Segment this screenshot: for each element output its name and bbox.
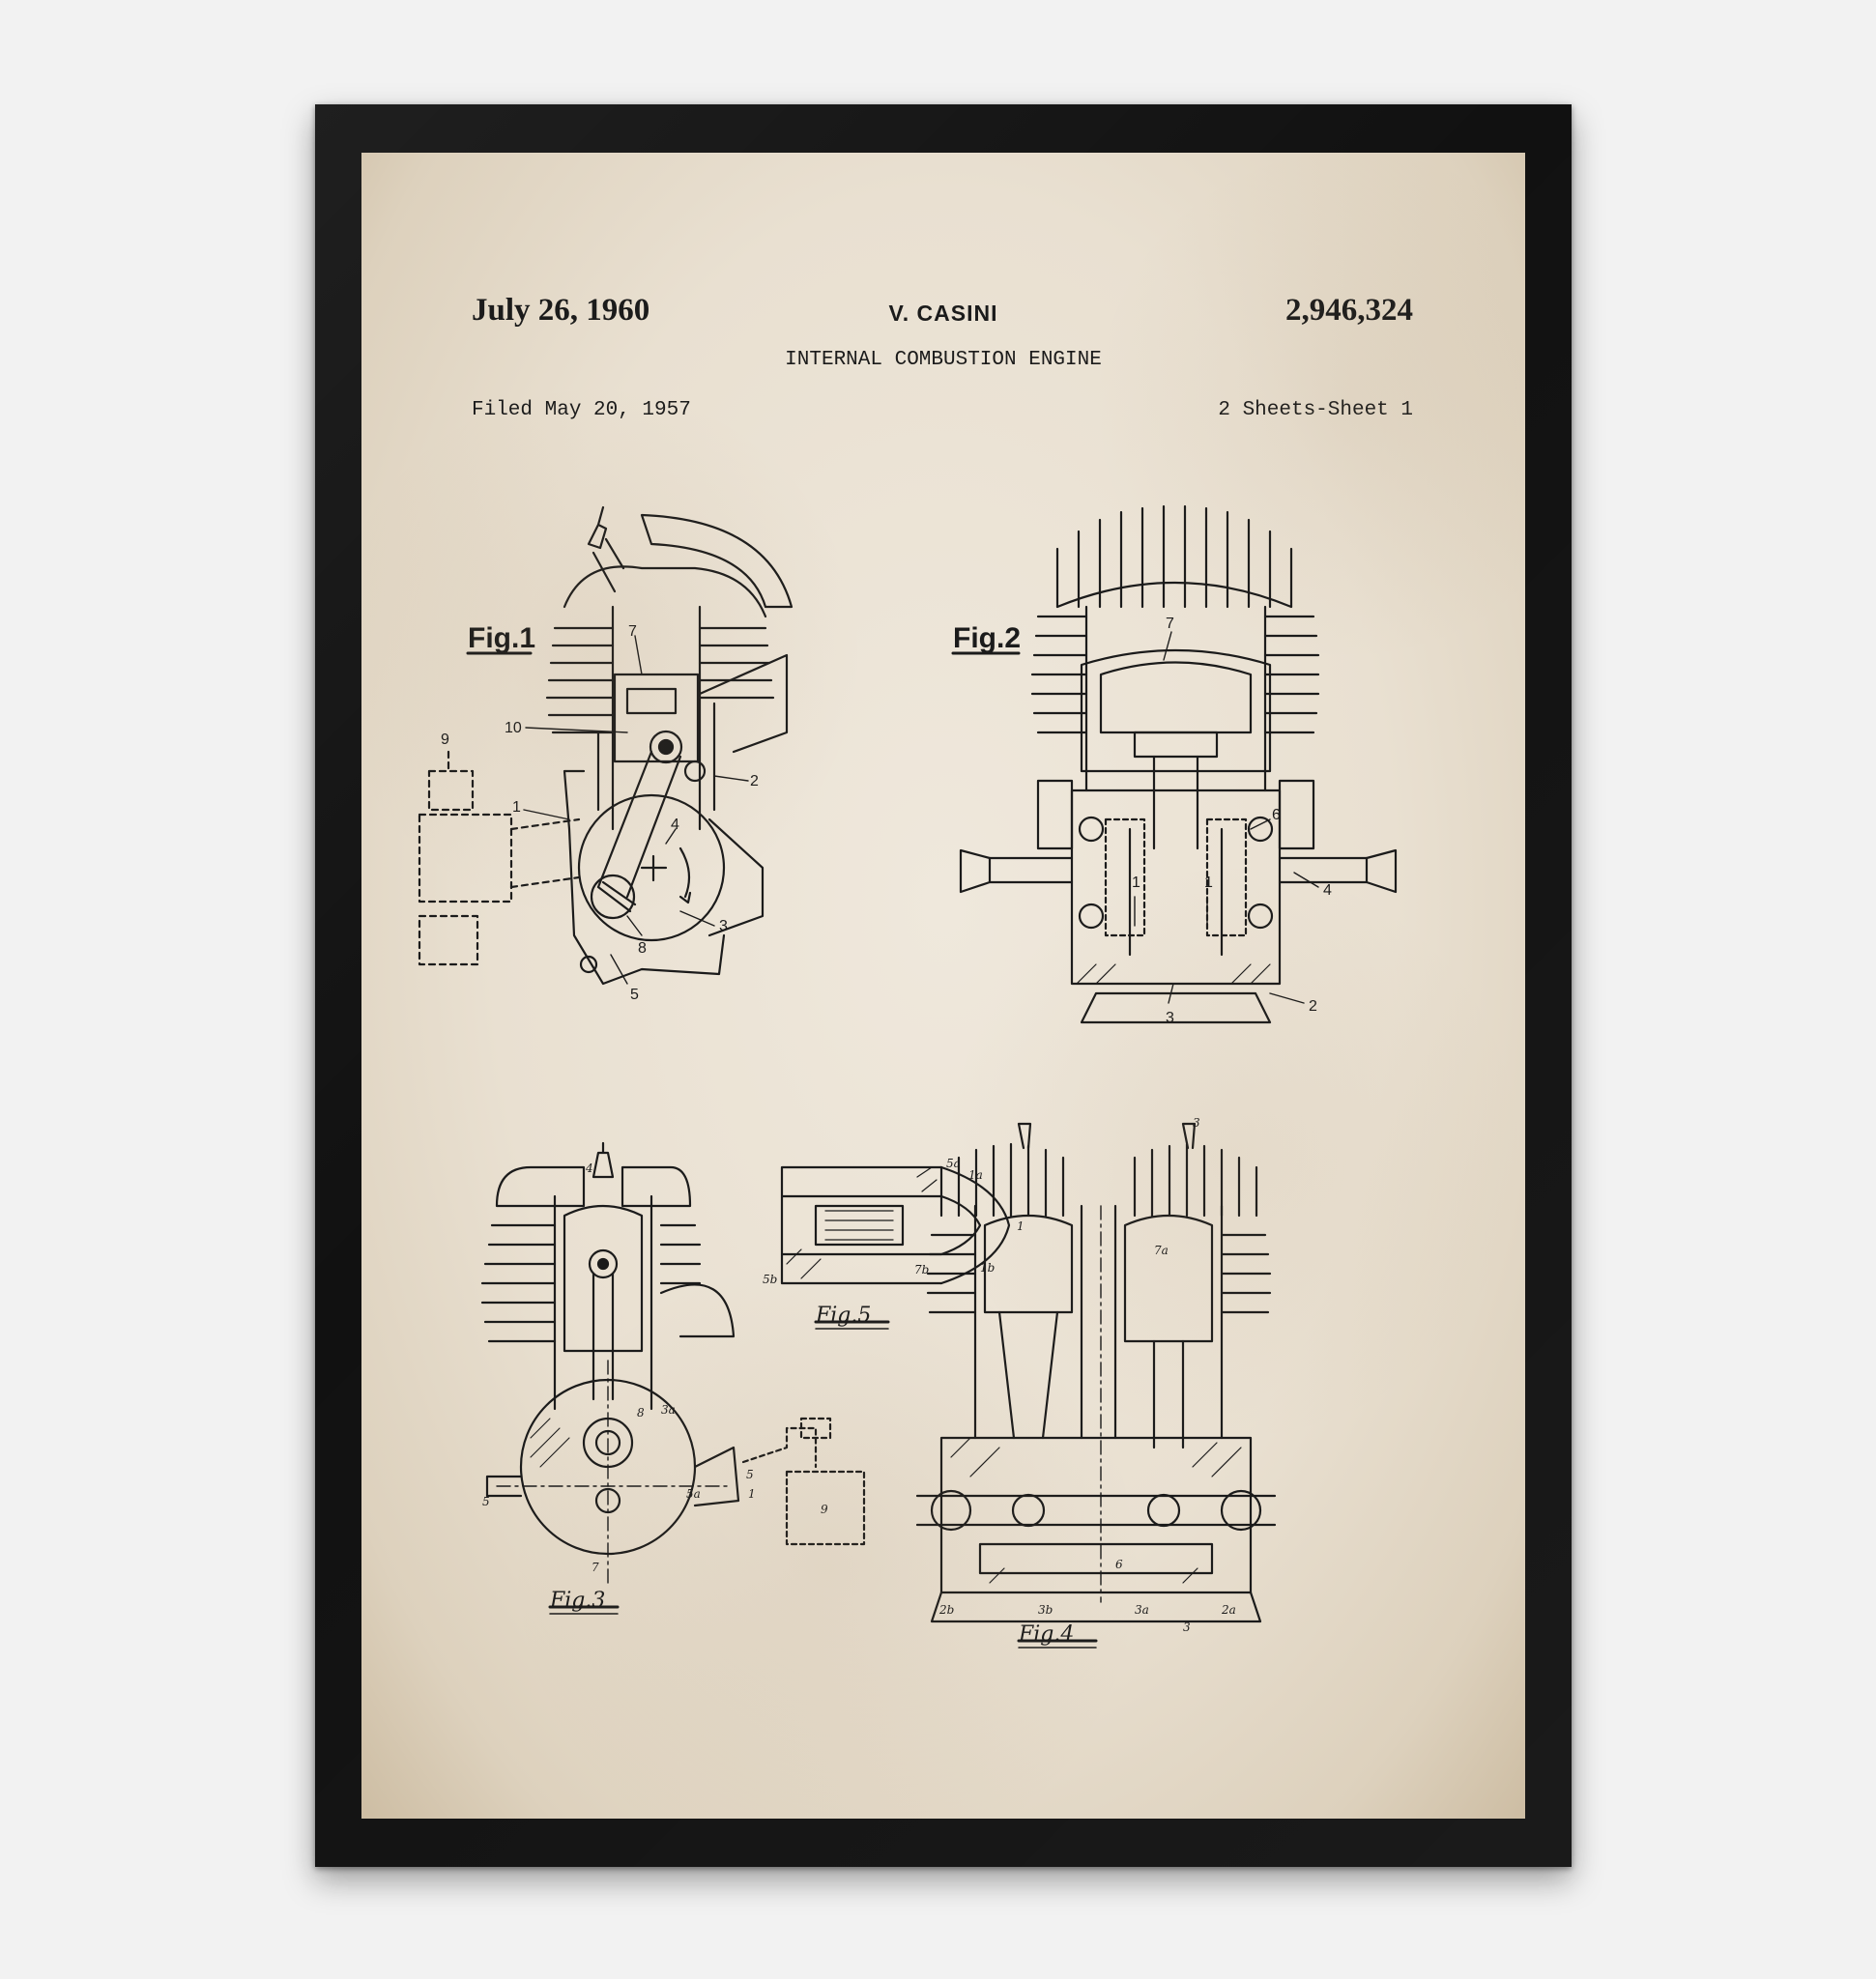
fig2-part-label: 1 xyxy=(1132,875,1140,891)
fig1-label: Fig.1 xyxy=(468,622,535,654)
fig3-part-label: 4 xyxy=(585,1162,593,1175)
fig4-label: Fig.4 xyxy=(1018,1622,1074,1647)
fig4-part-label: 7b xyxy=(914,1263,929,1276)
fig1-part-label: 10 xyxy=(505,720,522,736)
fig2-part-label: 3 xyxy=(1166,1010,1174,1026)
fig3-part-label: 5a xyxy=(686,1487,701,1501)
fig4-part-label: 2b xyxy=(938,1603,954,1617)
fig3-label: Fig.3 xyxy=(549,1589,605,1613)
fig2-label: Fig.2 xyxy=(953,622,1021,654)
fig2-part-label: 7 xyxy=(1166,616,1174,632)
fig1-drawing xyxy=(419,507,792,984)
fig1-part-label: 2 xyxy=(750,773,759,789)
fig1-part-label: 1 xyxy=(512,799,521,816)
fig1-part-label: 5 xyxy=(630,987,639,1003)
fig1-part-label: 9 xyxy=(441,731,449,748)
fig4-part-label: 2a xyxy=(1221,1603,1236,1617)
fig5-label: Fig.5 xyxy=(815,1304,871,1328)
fig2-drawing xyxy=(953,506,1396,1022)
fig4-part-label: 3 xyxy=(1183,1620,1191,1634)
fig2-part-label: 6 xyxy=(1272,807,1281,823)
fig5-part-label: 5b xyxy=(763,1273,777,1286)
fig5-part-label: 1b xyxy=(980,1261,995,1275)
fig3-part-label: 5 xyxy=(482,1495,490,1508)
fig1-part-label: 7 xyxy=(628,623,637,640)
fig3-part-label: 9 xyxy=(821,1503,828,1516)
fig4-drawing xyxy=(917,1124,1275,1648)
fig3-part-label: 8 xyxy=(637,1406,645,1420)
fig3-part-label: 7 xyxy=(592,1561,599,1574)
fig1-part-label: 4 xyxy=(671,817,679,833)
fig5-part-label: 1 xyxy=(1017,1219,1025,1233)
fig2-part-label: 1 xyxy=(1204,875,1213,891)
fig3-part-label: 5 xyxy=(746,1468,754,1481)
fig4-part-label: 7a xyxy=(1154,1244,1169,1257)
fig1-part-label: 3 xyxy=(719,918,728,934)
fig4-part-label: 3a xyxy=(1135,1603,1149,1617)
fig2-part-label: 2 xyxy=(1309,998,1317,1015)
patent-drawings: Fig.1 Fig.2 Fig.3 Fig.4 Fig.5 7 10 9 1 2… xyxy=(361,153,1525,1819)
fig5-part-label: 5a xyxy=(946,1157,961,1170)
fig3-part-label: 3a xyxy=(661,1403,676,1417)
fig4-part-label: 3 xyxy=(1193,1116,1200,1130)
fig5-part-label: 1a xyxy=(968,1168,983,1182)
fig4-part-label: 6 xyxy=(1115,1558,1123,1571)
fig3-drawing xyxy=(482,1143,864,1614)
fig4-part-label: 3b xyxy=(1038,1603,1053,1617)
patent-sheet: July 26, 1960 V. CASINI 2,946,324 INTERN… xyxy=(361,153,1525,1819)
fig3-part-label: 1 xyxy=(748,1487,756,1501)
picture-frame: July 26, 1960 V. CASINI 2,946,324 INTERN… xyxy=(315,104,1572,1867)
fig2-part-label: 4 xyxy=(1323,882,1332,899)
fig1-part-label: 8 xyxy=(638,940,647,957)
